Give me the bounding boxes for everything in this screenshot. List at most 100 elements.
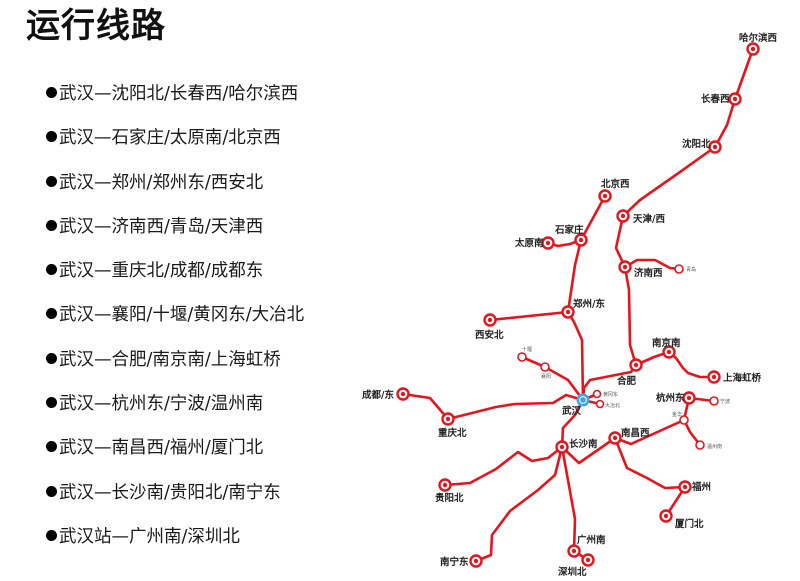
route-item: 武汉—南昌西/福州/厦门北 xyxy=(46,436,304,480)
route-item: 武汉—重庆北/成都/成都东 xyxy=(46,259,304,303)
minor-station-label: 黄冈东 xyxy=(603,391,618,398)
route-item: 武汉—沈阳北/长春西/哈尔滨西 xyxy=(46,82,304,126)
station-labels: 哈尔滨西 长春西 沈阳北 北京西 天津/西 石家庄 太原南 济南西 郑州/东 西… xyxy=(362,32,778,578)
station-marker[interactable] xyxy=(618,260,632,274)
station-marker[interactable] xyxy=(659,509,673,523)
minor-station-label: 温州南 xyxy=(707,443,722,450)
station-marker-minor[interactable] xyxy=(592,389,602,399)
station-marker[interactable] xyxy=(608,431,622,445)
route-label: 武汉—石家庄/太原南/北京西 xyxy=(59,128,281,149)
route-label: 武汉—郑州/郑州东/西安北 xyxy=(59,172,264,193)
route-label: 武汉—杭州东/宁波/温州南 xyxy=(59,394,264,415)
station-label: 南昌西 xyxy=(621,427,650,439)
minor-station-label: 金华 xyxy=(672,411,682,418)
line-xiamen xyxy=(613,436,687,518)
bullet-icon xyxy=(46,485,57,497)
station-label: 太原南 xyxy=(515,237,544,249)
bullet-icon xyxy=(46,352,57,364)
route-item: 武汉—郑州/郑州东/西安北 xyxy=(46,171,304,215)
station-label: 上海虹桥 xyxy=(723,372,762,384)
station-label: 成都/东 xyxy=(362,389,394,401)
station-label: 石家庄 xyxy=(554,224,584,236)
station-marker-minor[interactable] xyxy=(695,440,705,450)
station-marker-minor[interactable] xyxy=(679,415,689,425)
station-marker[interactable] xyxy=(707,370,721,384)
station-label: 长春西 xyxy=(701,93,730,105)
station-marker[interactable] xyxy=(561,305,575,319)
station-label: 广州南 xyxy=(577,534,606,546)
bullet-icon xyxy=(46,308,57,320)
station-marker[interactable] xyxy=(567,544,581,558)
station-marker[interactable] xyxy=(438,478,452,492)
station-marker[interactable] xyxy=(682,391,696,405)
route-item: 武汉站—广州南/深圳北 xyxy=(46,525,304,569)
station-marker[interactable] xyxy=(708,140,722,154)
route-label: 武汉—沈阳北/长春西/哈尔滨西 xyxy=(59,84,299,104)
station-marker[interactable] xyxy=(483,313,497,327)
bullet-icon xyxy=(46,131,57,143)
station-marker[interactable] xyxy=(616,209,630,223)
station-marker[interactable] xyxy=(396,387,410,401)
line-chengdu xyxy=(401,392,585,421)
hub-station-wuhan[interactable] xyxy=(576,393,590,407)
station-marker[interactable] xyxy=(541,236,555,250)
route-label: 武汉—南昌西/福州/厦门北 xyxy=(59,438,264,459)
station-label: 重庆北 xyxy=(438,427,467,439)
station-label: 深圳北 xyxy=(558,566,587,578)
minor-station-label: 十堰 xyxy=(522,346,532,353)
station-marker[interactable] xyxy=(662,345,676,359)
bullet-icon xyxy=(46,397,57,409)
station-marker-minor[interactable] xyxy=(517,352,527,362)
route-item: 武汉—济南西/青岛/天津西 xyxy=(46,215,304,259)
station-marker-minor[interactable] xyxy=(709,396,719,406)
station-label: 长沙南 xyxy=(569,438,598,450)
station-marker[interactable] xyxy=(678,480,692,494)
line-guiyang xyxy=(443,445,564,487)
line-xian xyxy=(488,310,570,322)
station-marker[interactable] xyxy=(728,92,742,106)
station-marker[interactable] xyxy=(555,440,569,454)
major-stations xyxy=(396,42,760,568)
station-marker[interactable] xyxy=(441,412,455,426)
route-label: 武汉—襄阳/十堰/黄冈东/大冶北 xyxy=(59,305,305,326)
line-shanghai xyxy=(634,350,716,379)
station-marker[interactable] xyxy=(574,233,588,247)
station-label: 杭州东 xyxy=(656,392,685,404)
station-label: 北京西 xyxy=(601,178,630,190)
station-marker-minor[interactable] xyxy=(595,399,605,409)
bullet-icon xyxy=(46,175,57,187)
minor-station-label: 宁波 xyxy=(720,398,730,405)
station-marker[interactable] xyxy=(598,189,612,203)
route-item: 武汉—杭州东/宁波/温州南 xyxy=(46,392,304,436)
minor-stations xyxy=(517,264,719,450)
minor-station-label: 大冶北 xyxy=(605,402,620,409)
station-marker[interactable] xyxy=(581,553,595,567)
bullet-icon xyxy=(46,529,57,541)
bullet-icon xyxy=(46,441,57,453)
hub-label: 武汉 xyxy=(562,405,582,417)
bullet-icon xyxy=(46,264,57,276)
station-marker-minor[interactable] xyxy=(540,362,550,372)
station-label: 哈尔滨西 xyxy=(739,32,778,44)
station-label: 天津/西 xyxy=(633,213,665,225)
route-label: 武汉—合肥/南京南/上海虹桥 xyxy=(59,349,281,370)
line-changsha xyxy=(560,398,585,449)
station-marker[interactable] xyxy=(629,358,643,372)
station-label: 郑州/东 xyxy=(573,298,605,310)
station-marker[interactable] xyxy=(746,42,760,56)
route-list: 武汉—沈阳北/长春西/哈尔滨西 武汉—石家庄/太原南/北京西 武汉—郑州/郑州东… xyxy=(46,82,304,569)
bullet-icon xyxy=(46,87,57,98)
station-marker[interactable] xyxy=(469,554,483,568)
station-marker-minor[interactable] xyxy=(674,264,684,274)
route-item: 武汉—长沙南/贵阳北/南宁东 xyxy=(46,481,304,525)
line-shiyan xyxy=(520,355,585,402)
station-label: 南宁东 xyxy=(440,556,469,568)
route-label: 武汉—济南西/青岛/天津西 xyxy=(59,216,264,237)
station-label: 沈阳北 xyxy=(682,138,711,150)
minor-station-label: 青岛 xyxy=(686,266,696,273)
minor-station-label: 襄阳 xyxy=(541,373,551,380)
station-label: 西安北 xyxy=(475,329,504,341)
line-qingdao xyxy=(623,258,681,271)
route-item: 武汉—合肥/南京南/上海虹桥 xyxy=(46,348,304,392)
line-nanning xyxy=(474,445,564,563)
